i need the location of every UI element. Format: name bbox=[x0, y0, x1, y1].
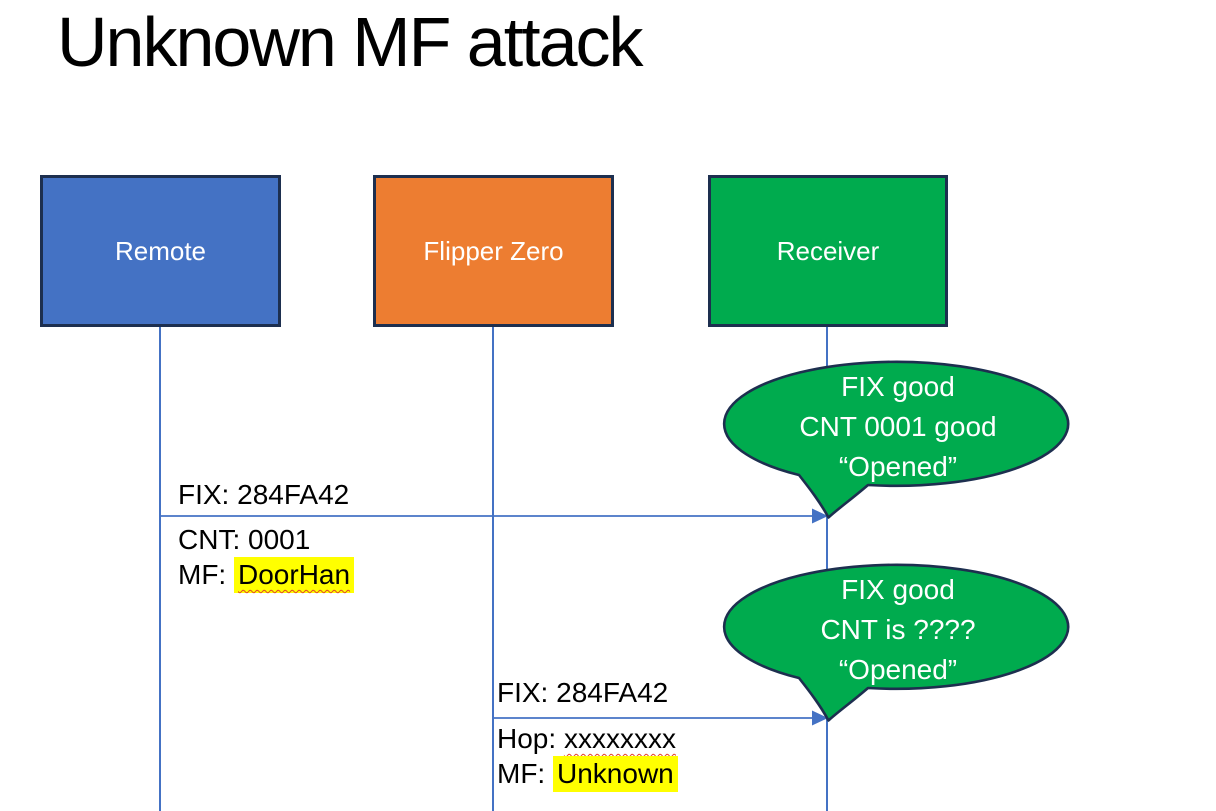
actor-label-remote: Remote bbox=[114, 235, 207, 266]
actor-label-receiver: Receiver bbox=[776, 235, 880, 266]
message-1-mf-value-highlighted: DoorHan bbox=[234, 557, 355, 593]
message-2-mf-prefix: MF: bbox=[497, 758, 553, 789]
actor-box-flipper-zero: Flipper Zero bbox=[373, 175, 614, 327]
bubble-2-line-1: FIX good bbox=[841, 574, 955, 605]
speech-bubble-2-text: FIX good CNT is ???? “Opened” bbox=[728, 570, 1068, 690]
message-2-label-fix: FIX: 284FA42 bbox=[497, 677, 669, 708]
bubble-2-line-3: “Opened” bbox=[838, 654, 958, 685]
message-2-label-hop: Hop: xxxxxxxx bbox=[497, 722, 676, 755]
bubble-1-line-3: “Opened” bbox=[838, 451, 958, 482]
message-1-arrowhead-icon bbox=[812, 508, 828, 524]
message-1-label-fix: FIX: 284FA42 bbox=[178, 479, 350, 510]
message-1-mf-prefix: MF: bbox=[178, 559, 234, 590]
message-2-mf-value-highlighted: Unknown bbox=[553, 756, 678, 792]
message-2-hop-value: xxxxxxxx bbox=[563, 723, 676, 754]
lifeline-remote bbox=[159, 327, 161, 811]
slide-title: Unknown MF attack bbox=[57, 3, 644, 81]
message-2-label-mf: MF: Unknown bbox=[497, 756, 678, 792]
speech-bubble-2-shape bbox=[722, 563, 1070, 722]
actor-label-flipper-zero: Flipper Zero bbox=[423, 235, 564, 266]
speech-bubble-1-text: FIX good CNT 0001 good “Opened” bbox=[728, 367, 1068, 487]
message-2-hop-prefix: Hop: bbox=[497, 723, 564, 754]
bubble-2-line-2: CNT is ???? bbox=[820, 614, 976, 645]
speech-bubble-1-shape bbox=[722, 360, 1070, 519]
bubble-1-line-2: CNT 0001 good bbox=[799, 411, 997, 442]
message-1-label-mf: MF: DoorHan bbox=[178, 557, 355, 593]
actor-box-receiver: Receiver bbox=[708, 175, 948, 327]
lifeline-flipper-zero bbox=[492, 327, 494, 811]
bubble-1-line-1: FIX good bbox=[841, 371, 955, 402]
message-2-arrowhead-icon bbox=[812, 710, 828, 726]
message-1-label-cnt: CNT: 0001 bbox=[178, 524, 311, 555]
actor-box-remote: Remote bbox=[40, 175, 281, 327]
